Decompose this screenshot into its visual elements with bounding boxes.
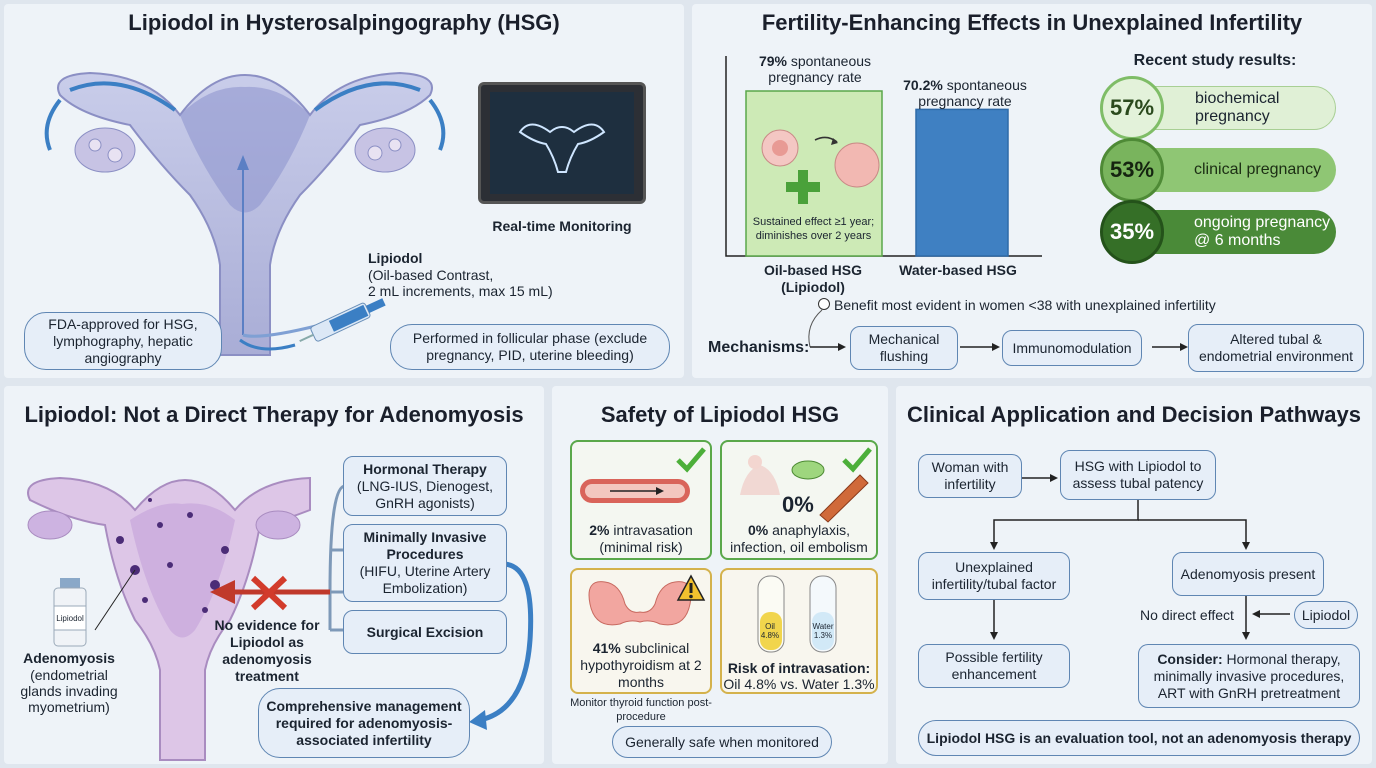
tube-oil-label: Oil 4.8% bbox=[760, 622, 780, 640]
result-label-2: clinical pregnancy bbox=[1194, 161, 1322, 178]
thyroid-icon bbox=[588, 581, 692, 626]
mechanism-environment: Altered tubal & endometrial environment bbox=[1188, 324, 1364, 372]
infection-icon bbox=[740, 455, 869, 523]
bar-water-pct: 70.2% bbox=[903, 77, 943, 93]
hsg-lipiodol-box: HSG with Lipiodol to assess tubal patenc… bbox=[1060, 450, 1216, 500]
result-pct-3: 35% bbox=[1100, 200, 1164, 264]
sustained-note: Sustained effect ≥1 year; diminishes ove… bbox=[752, 216, 875, 242]
fertility-title: Fertility-Enhancing Effects in Unexplain… bbox=[761, 10, 1303, 35]
comprehensive-box: Comprehensive management required for ad… bbox=[258, 688, 470, 758]
pregnancy-bar-chart bbox=[725, 56, 1042, 257]
hormonal-box: Hormonal Therapy (LNG-IUS, Dienogest, Gn… bbox=[343, 456, 507, 516]
uterus-illustration bbox=[44, 71, 446, 356]
result-label-1: biochemical pregnancy bbox=[1195, 90, 1280, 125]
bar-1 bbox=[915, 108, 1009, 257]
monitor-uterus-icon bbox=[490, 92, 634, 194]
adeno-desc: (endometrial glands invading myometrium) bbox=[20, 667, 118, 715]
safety-c3: 41% subclinical hypothyroidism at 2 mont… bbox=[572, 640, 710, 691]
safety-c3-pct: 41% bbox=[592, 640, 621, 656]
benefit-note: Benefit most evident in women <38 with u… bbox=[834, 297, 1216, 313]
unexplained-box: Unexplained infertility/tubal factor bbox=[918, 552, 1070, 600]
lipiodol-name: Lipiodol bbox=[368, 250, 423, 266]
safety-c2-text: anaphylaxis, infection, oil embolism bbox=[730, 522, 868, 555]
possible-box: Possible fertility enhancement bbox=[918, 644, 1070, 688]
decision-flow-arrows bbox=[990, 474, 1290, 640]
result-label-3: ongoing pregnancy @ 6 months bbox=[1194, 214, 1331, 249]
clinical-footer: Lipiodol HSG is an evaluation tool, not … bbox=[918, 720, 1360, 756]
safety-c2-big: 0% bbox=[782, 492, 814, 517]
adeno-present-box: Adenomyosis present bbox=[1172, 552, 1324, 596]
phase-box: Performed in follicular phase (exclude p… bbox=[390, 324, 670, 370]
consider-box: Consider: Hormonal therapy, minimally in… bbox=[1138, 644, 1360, 708]
mechanism-immuno: Immunomodulation bbox=[1002, 330, 1142, 366]
safety-c2-pct: 0% bbox=[748, 522, 769, 538]
surgical-box: Surgical Excision bbox=[343, 610, 507, 654]
consider-label: Consider: bbox=[1157, 651, 1223, 667]
minimal-desc: (HIFU, Uterine Artery Embolization) bbox=[359, 563, 491, 596]
mechanism-flushing: Mechanical flushing bbox=[850, 326, 958, 370]
safety-c1: 2% intravasation (minimal risk) bbox=[572, 522, 710, 556]
hsg-title: Lipiodol in Hysterosalpingography (HSG) bbox=[128, 10, 560, 35]
result-pct-1: 57% bbox=[1100, 76, 1164, 140]
bar-oil-label: Oil-based HSG (Lipiodol) bbox=[763, 262, 863, 295]
adeno-name: Adenomyosis bbox=[23, 650, 115, 666]
test-tubes-icon bbox=[757, 575, 837, 653]
adenomyosis-uterus-illustration bbox=[27, 476, 311, 761]
safety-card-anaphylaxis bbox=[720, 440, 878, 560]
bar-oil-text: spontaneous pregnancy rate bbox=[768, 53, 872, 85]
safety-c4-text: Oil 4.8% vs. Water 1.3% bbox=[723, 676, 875, 692]
safety-card-risk bbox=[720, 568, 878, 694]
check-icon-2 bbox=[842, 447, 872, 473]
bar-oil-caption: 79% spontaneous pregnancy rate bbox=[745, 53, 885, 85]
adeno-title: Lipiodol: Not a Direct Therapy for Adeno… bbox=[24, 402, 524, 427]
safety-c2: 0% anaphylaxis, infection, oil embolism bbox=[722, 522, 876, 556]
bar-water-text: spontaneous pregnancy rate bbox=[918, 77, 1027, 109]
monitor-label: Real-time Monitoring bbox=[492, 218, 632, 234]
hormonal-title: Hormonal Therapy bbox=[363, 460, 487, 477]
safety-c1-text: intravasation (minimal risk) bbox=[599, 522, 693, 555]
safety-c3-note: Monitor thyroid function post-procedure bbox=[570, 697, 712, 723]
clinical-title: Clinical Application and Decision Pathwa… bbox=[907, 402, 1361, 427]
egg-sperm-icon bbox=[761, 129, 880, 204]
safety-c3-text: subclinical hypothyroidism at 2 months bbox=[580, 640, 702, 690]
safety-title: Safety of Lipiodol HSG bbox=[600, 402, 840, 427]
safety-c4-title: Risk of intravasation: bbox=[727, 660, 871, 676]
bar-oil-pct: 79% bbox=[758, 53, 787, 69]
no-direct-text: No direct effect bbox=[1140, 607, 1234, 623]
check-icon-1 bbox=[676, 447, 706, 473]
mechanisms-label: Mechanisms: bbox=[708, 339, 810, 356]
vial-label: Lipiodol bbox=[56, 614, 84, 623]
lipiodol-desc-1: (Oil-based Contrast, bbox=[368, 267, 494, 283]
lipiodol-desc-2: 2 mL increments, max 15 mL) bbox=[368, 283, 553, 299]
minimal-title: Minimally Invasive Procedures bbox=[363, 529, 487, 562]
result-pct-2: 53% bbox=[1100, 138, 1164, 202]
benefit-dot bbox=[818, 298, 830, 310]
bar-water-caption: 70.2% spontaneous pregnancy rate bbox=[895, 77, 1035, 109]
woman-box: Woman with infertility bbox=[918, 454, 1022, 498]
mechanisms-arrows bbox=[808, 309, 1188, 351]
warning-icon bbox=[676, 574, 706, 601]
consider-text: Hormonal therapy, minimally invasive pro… bbox=[1153, 651, 1345, 701]
bar-water-label: Water-based HSG bbox=[899, 262, 1017, 278]
minimal-box: Minimally Invasive Procedures (HIFU, Ute… bbox=[343, 524, 507, 602]
safety-footer: Generally safe when monitored bbox=[612, 726, 832, 758]
no-evidence-arrow bbox=[210, 484, 534, 730]
fda-box: FDA-approved for HSG, lymphography, hepa… bbox=[24, 312, 222, 370]
no-evidence-text: No evidence for Lipiodol as adenomyosis … bbox=[214, 617, 320, 684]
safety-c1-pct: 2% bbox=[589, 522, 610, 538]
results-title: Recent study results: bbox=[1133, 52, 1297, 69]
hormonal-desc: (LNG-IUS, Dienogest, GnRH agonists) bbox=[356, 477, 494, 511]
vial-icon bbox=[53, 578, 87, 647]
tube-water-label: Water 1.3% bbox=[812, 622, 834, 640]
vessel-icon bbox=[580, 479, 690, 503]
syringe-icon bbox=[299, 298, 386, 343]
lipiodol-box: Lipiodol bbox=[1294, 601, 1358, 629]
